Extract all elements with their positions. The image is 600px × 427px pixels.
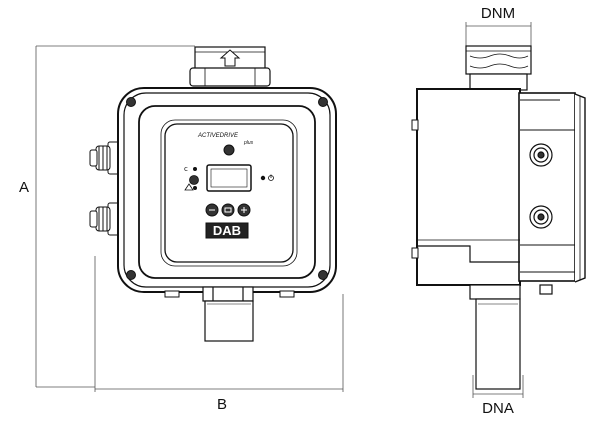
dimension-a <box>35 45 195 388</box>
power-icon <box>268 174 274 181</box>
dimension-dnm <box>465 22 532 50</box>
front-view: ACTIVEDRIVE plus c <box>89 46 337 342</box>
brand-logo: DAB <box>213 223 241 238</box>
dimension-dna-label: DNA <box>482 400 514 417</box>
warning-icon <box>184 183 194 191</box>
side-gland-upper <box>529 143 553 167</box>
side-view: DNM <box>411 5 586 417</box>
status-icons: c <box>184 165 274 191</box>
dimension-a-label: A <box>19 179 29 196</box>
dimension-dnm-label: DNM <box>481 5 515 22</box>
control-panel <box>164 123 294 263</box>
side-outlet-fitting <box>465 45 532 91</box>
menu-button <box>223 144 235 156</box>
side-housing <box>416 88 521 286</box>
dimension-dna <box>472 375 524 398</box>
display-screen <box>206 164 252 192</box>
corner-screws <box>126 97 328 280</box>
dimension-b-label: B <box>217 396 227 413</box>
dimension-b <box>94 256 344 392</box>
svg-text:c: c <box>184 165 188 173</box>
button-mode-icon <box>221 203 235 217</box>
side-ribs <box>417 99 575 273</box>
outlet-fitting <box>189 46 271 87</box>
inlet-fitting <box>202 286 254 342</box>
brand-plate <box>205 222 249 239</box>
side-inlet-fitting <box>469 284 553 390</box>
bottom-feet <box>164 290 295 298</box>
product-name: ACTIVEDRIVE <box>197 133 239 139</box>
keypad <box>205 203 251 217</box>
flow-arrow-icon <box>219 49 241 67</box>
product-suffix: plus <box>243 140 254 146</box>
side-gland-lower <box>529 205 553 229</box>
